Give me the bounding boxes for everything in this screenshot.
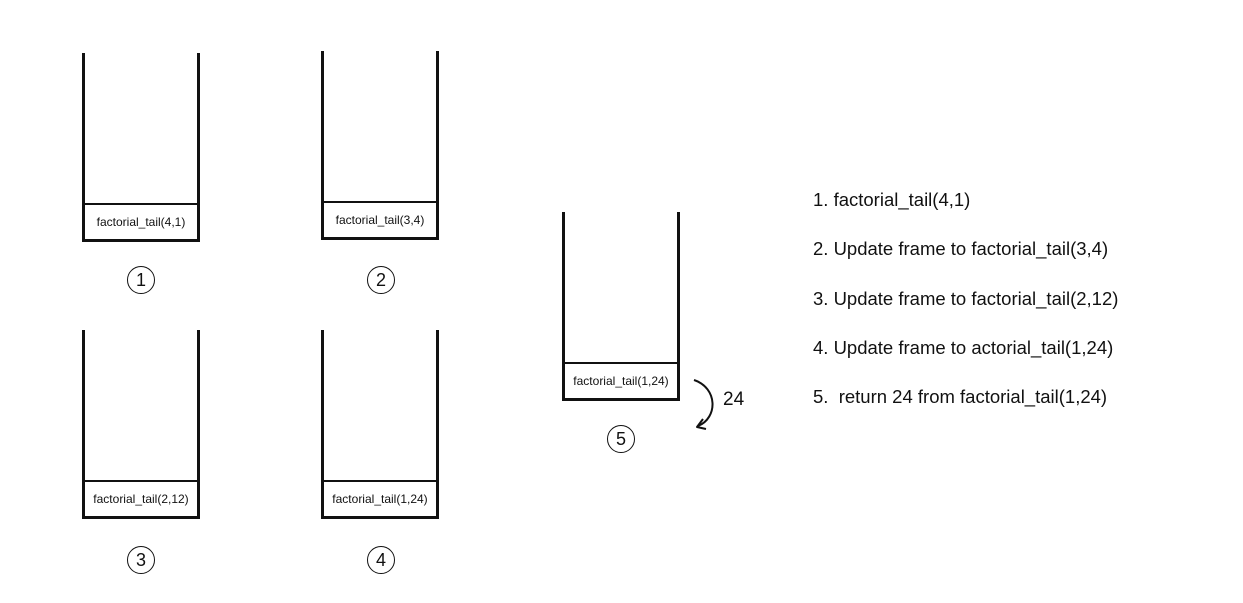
return-value-label: 24 <box>723 389 745 410</box>
stack-4: factorial_tail(1,24) <box>321 330 439 519</box>
step-item: 1. factorial_tail(4,1) <box>813 189 971 210</box>
step-item: 5. return 24 from factorial_tail(1,24) <box>813 386 1108 408</box>
step-number-5: 5 <box>607 425 635 453</box>
step-number-2: 2 <box>367 266 395 294</box>
stack-frame: factorial_tail(3,4) <box>324 201 436 237</box>
step-item: 2. Update frame to factorial_tail(3,4) <box>813 238 1109 260</box>
stack-frame: factorial_tail(1,24) <box>565 362 677 398</box>
step-number-3: 3 <box>127 546 155 574</box>
stack-frame: factorial_tail(4,1) <box>85 203 197 239</box>
return-arrow-icon <box>693 379 714 430</box>
step-number-1: 1 <box>127 266 155 294</box>
stack-frame: factorial_tail(2,12) <box>85 480 197 516</box>
step-item: 4. Update frame to actorial_tail(1,24) <box>813 336 1114 358</box>
stack-1: factorial_tail(4,1) <box>82 53 200 242</box>
stack-3: factorial_tail(2,12) <box>82 330 200 519</box>
step-number-4: 4 <box>367 546 395 574</box>
stack-5: factorial_tail(1,24) <box>562 212 680 401</box>
step-list: 1. factorial_tail(4,1) 2. Update frame t… <box>813 188 1118 434</box>
stack-2: factorial_tail(3,4) <box>321 51 439 240</box>
step-item: 3. Update frame to factorial_tail(2,12) <box>813 287 1119 309</box>
stack-frame: factorial_tail(1,24) <box>324 480 436 516</box>
